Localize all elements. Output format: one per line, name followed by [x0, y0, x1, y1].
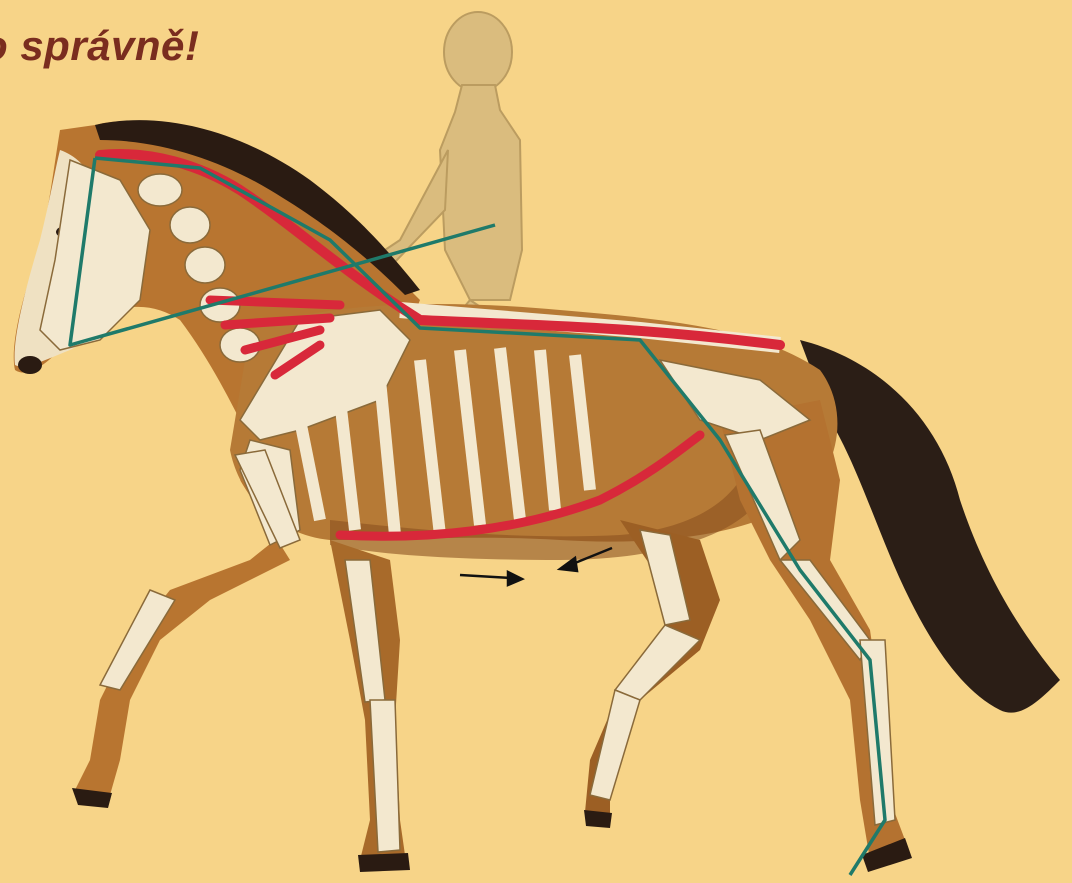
arrow-forward: [460, 575, 512, 578]
